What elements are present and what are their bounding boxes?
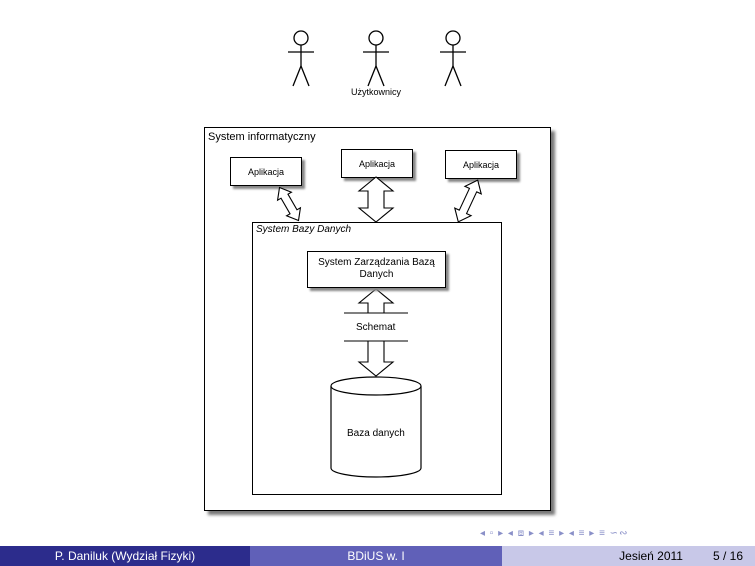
footer-date: Jesień 2011 [619, 549, 683, 563]
schema-label: Schemat [356, 322, 396, 333]
bidirectional-arrow-icon [453, 179, 483, 223]
database-system-title: System Bazy Danych [256, 224, 352, 235]
user-icon [363, 30, 389, 87]
navigation-controls[interactable]: ◂ ▫ ▸ ◂ ⧈ ▸ ◂ ≡ ▸ ◂ ≡ ▸ ≡ ∽∾ [480, 528, 629, 539]
bidirectional-arrow-icon [357, 176, 395, 223]
footer-title: BDiUS w. I [250, 546, 502, 566]
user-icon [440, 30, 466, 87]
footer-author: P. Daniluk (Wydział Fizyki) [0, 546, 250, 566]
database-label: Baza danych [347, 428, 405, 439]
application-box: Aplikacja [341, 149, 413, 178]
slide-footer: P. Daniluk (Wydział Fizyki) BDiUS w. I J… [0, 546, 755, 566]
dbms-box: System Zarządzania Bazą Danych [307, 251, 446, 288]
application-box: Aplikacja [445, 150, 517, 179]
down-arrow-icon [357, 340, 395, 377]
bidirectional-arrow-icon [276, 186, 302, 222]
up-arrow-icon [357, 288, 395, 314]
footer-right: Jesień 2011 5 / 16 [502, 546, 755, 566]
application-box: Aplikacja [230, 157, 302, 186]
database-cylinder-icon [330, 376, 422, 478]
system-title: System informatyczny [208, 131, 316, 143]
footer-page-number: 5 / 16 [712, 549, 743, 563]
user-icon [288, 30, 314, 87]
users-label: Użytkownicy [351, 87, 402, 97]
